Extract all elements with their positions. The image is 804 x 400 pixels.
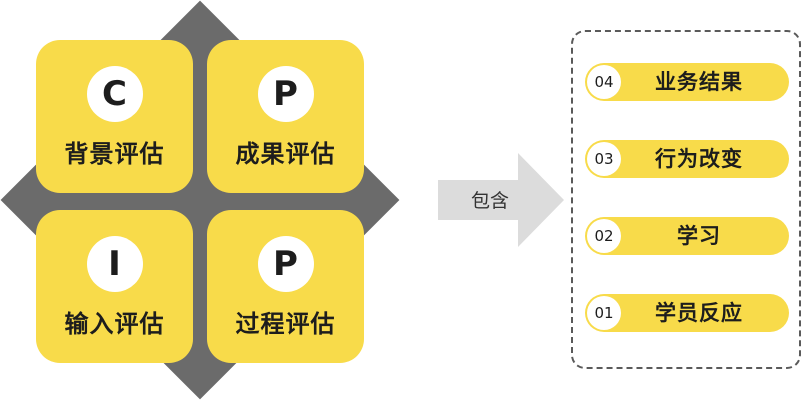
quadrant-letter: P: [257, 236, 314, 292]
quadrant-letter: C: [86, 66, 143, 122]
quadrant-context: C 背景评估: [36, 40, 193, 193]
level-label: 行为改变: [655, 147, 743, 171]
level-item: 01 学员反应: [585, 294, 789, 332]
level-label: 业务结果: [655, 70, 743, 94]
quadrant-label: 成果评估: [235, 140, 336, 168]
level-number: 03: [587, 142, 621, 176]
level-number: 01: [587, 296, 621, 330]
quadrant-label: 背景评估: [64, 140, 165, 168]
quadrant-product: P 成果评估: [207, 40, 364, 193]
quadrant-letter: P: [257, 66, 314, 122]
level-item: 04 业务结果: [585, 63, 789, 101]
quadrant-label: 输入评估: [64, 310, 165, 338]
level-label: 学习: [677, 224, 721, 248]
quadrant-label: 过程评估: [235, 310, 336, 338]
quadrant-letter: I: [86, 236, 143, 292]
level-item: 03 行为改变: [585, 140, 789, 178]
right-arrow-icon: [438, 153, 564, 247]
quadrant-process: P 过程评估: [207, 210, 364, 363]
arrow-label: 包含: [470, 190, 509, 212]
level-number: 02: [587, 219, 621, 253]
kirkpatrick-levels-panel: [571, 30, 801, 369]
level-item: 02 学习: [585, 217, 789, 255]
level-number: 04: [587, 65, 621, 99]
quadrant-input: I 输入评估: [36, 210, 193, 363]
level-label: 学员反应: [655, 301, 743, 325]
